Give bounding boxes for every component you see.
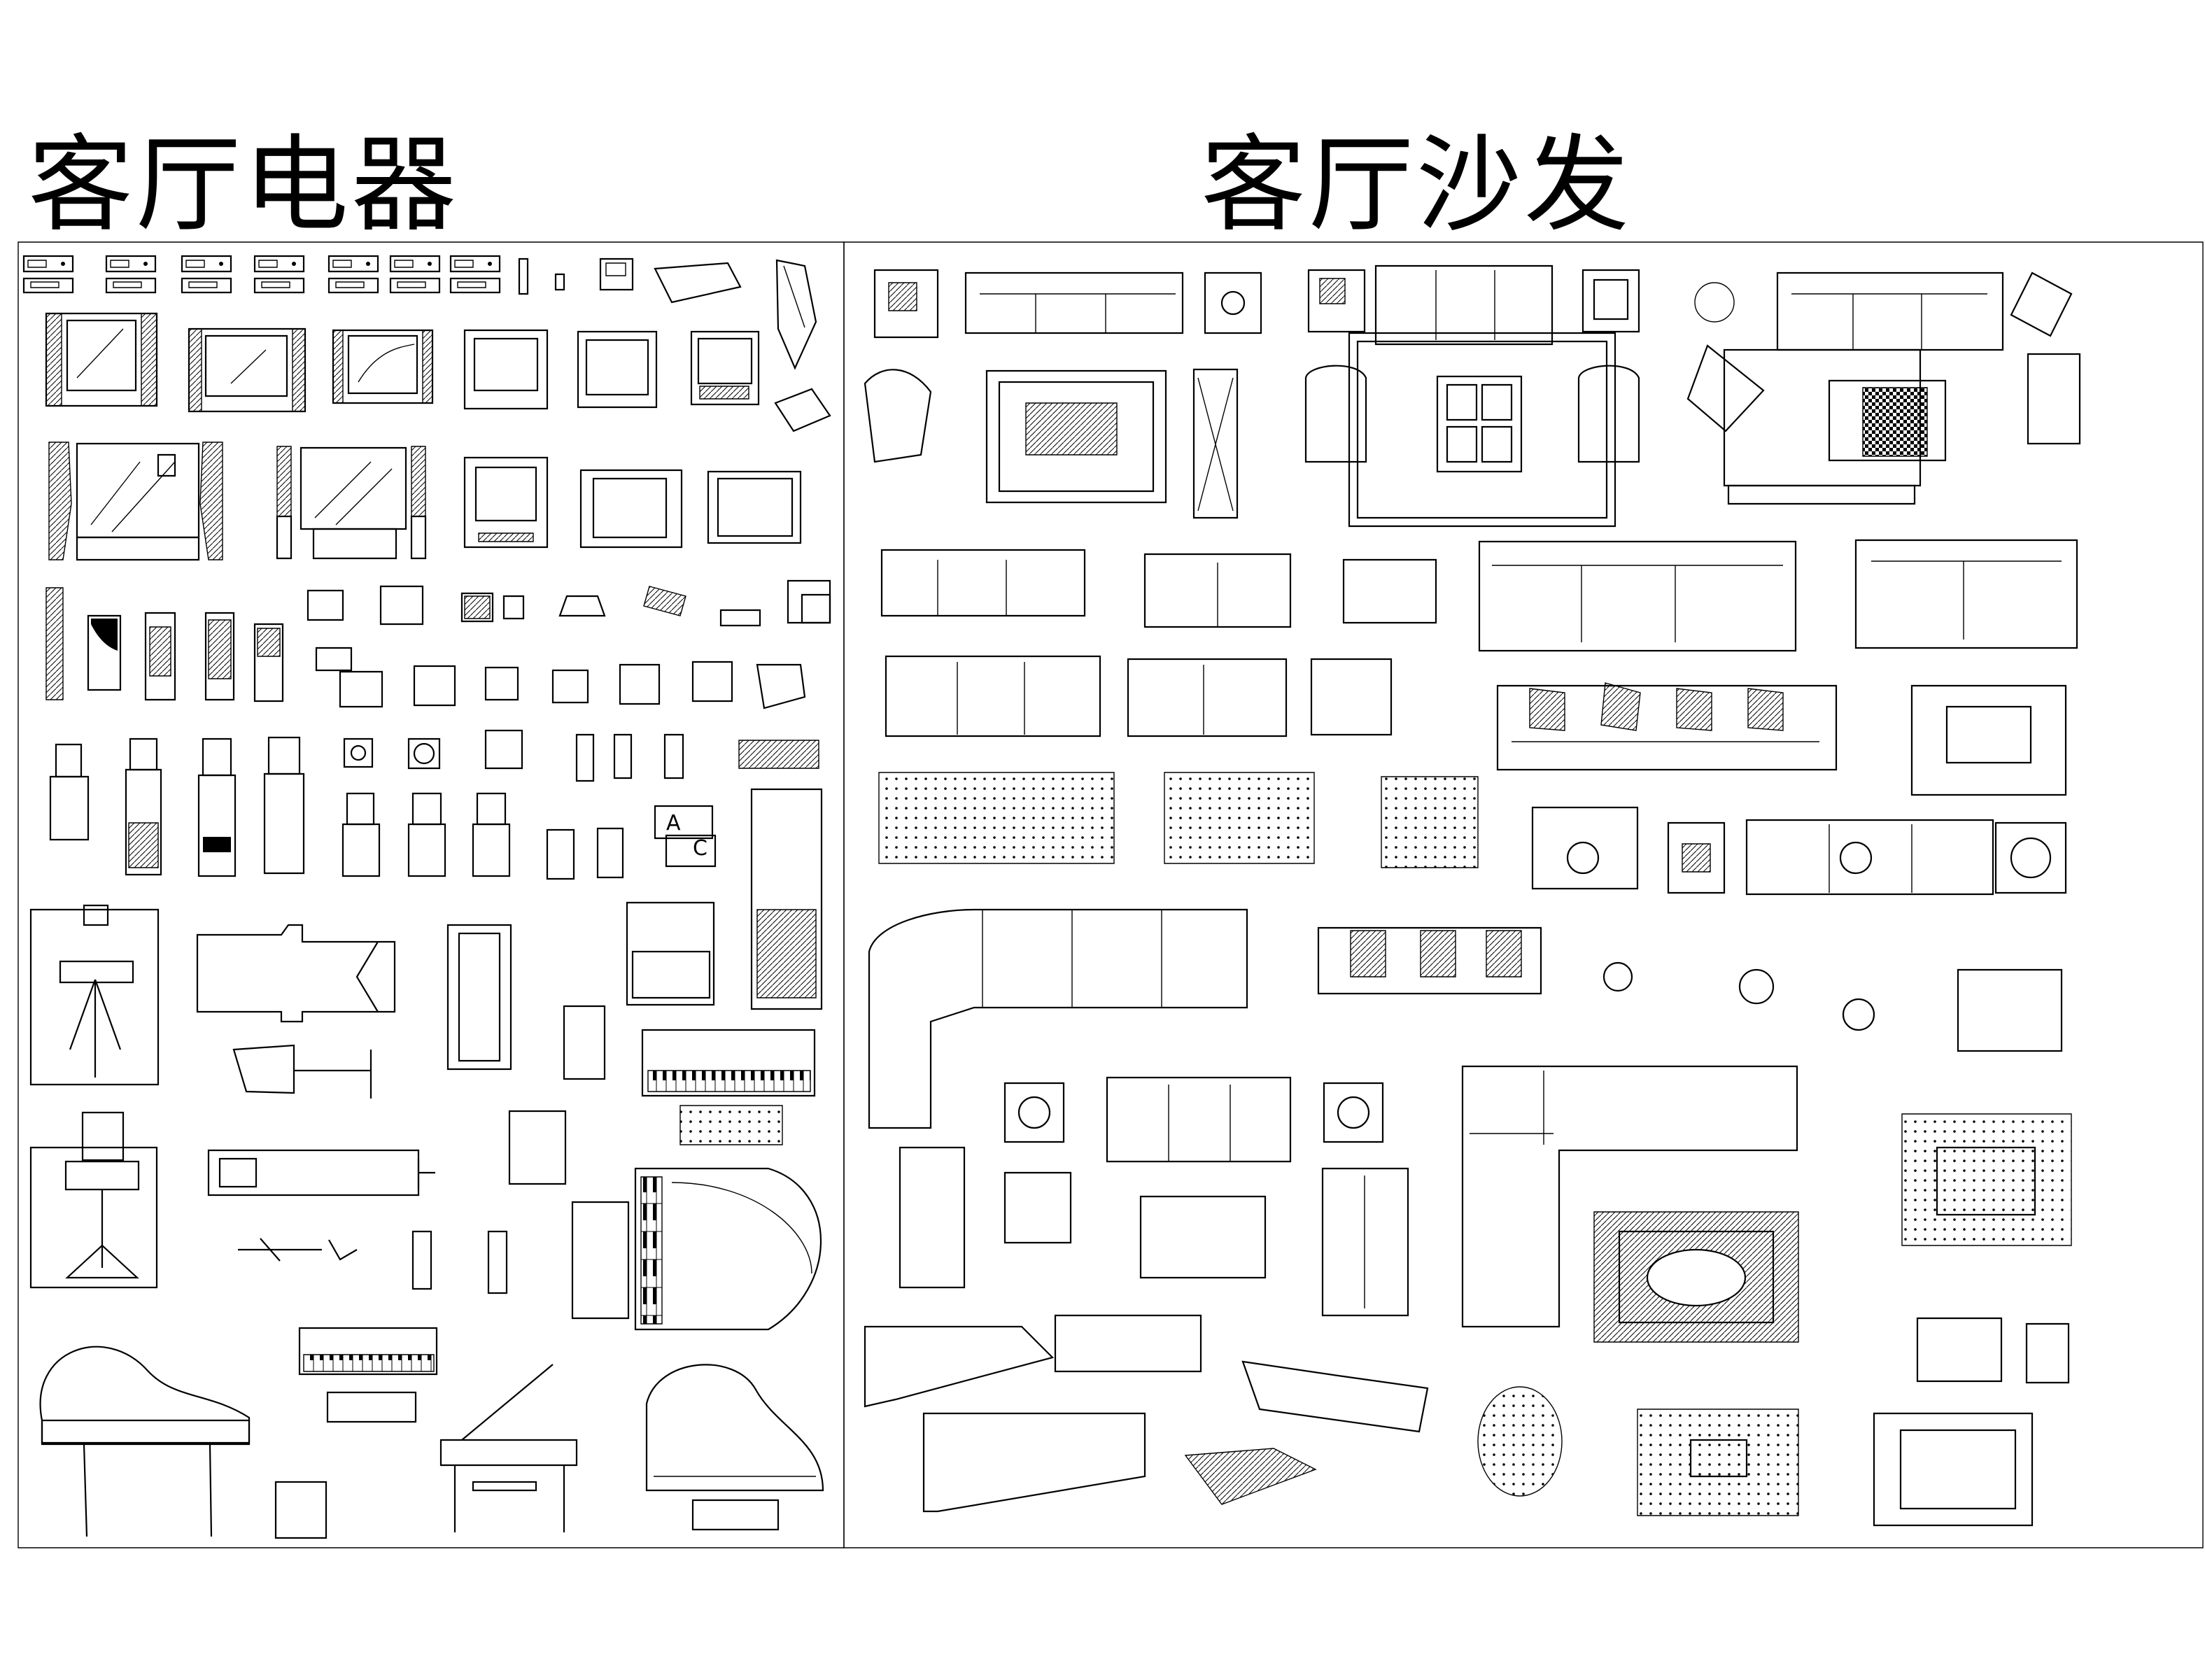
tv-with-speakers-row [49, 442, 801, 560]
fitness-bench-row [31, 1113, 821, 1329]
living-room-set-3 [1688, 273, 2080, 504]
water-dispenser-row: A C [50, 730, 822, 1009]
living-room-appliances-title: 客厅电器 [28, 125, 460, 246]
sofa-outline-row [882, 540, 2077, 651]
sofa-blocks [865, 266, 2080, 1525]
rug-chaise-row [865, 1212, 2069, 1525]
fitness-equipment-row [31, 903, 815, 1184]
piano-row [41, 1328, 823, 1538]
av-equipment-row [24, 255, 816, 368]
living-room-sofas-title: 客厅沙发 [1201, 125, 1633, 246]
ac-label-a: A [666, 811, 681, 835]
living-room-set-2 [1306, 266, 1639, 526]
sofa-table-row [900, 1066, 2071, 1327]
panel-frames [18, 242, 2203, 1548]
television-row [46, 313, 830, 431]
corner-sofa-row [869, 910, 2062, 1128]
appliance-blocks: A C [24, 255, 830, 1538]
ac-label-c: C [693, 836, 707, 861]
tufted-sofa-row [879, 772, 2066, 894]
speakers-computers-row [46, 581, 830, 708]
sofa-cushion-row [886, 656, 2066, 795]
living-room-set-1 [865, 270, 1261, 518]
